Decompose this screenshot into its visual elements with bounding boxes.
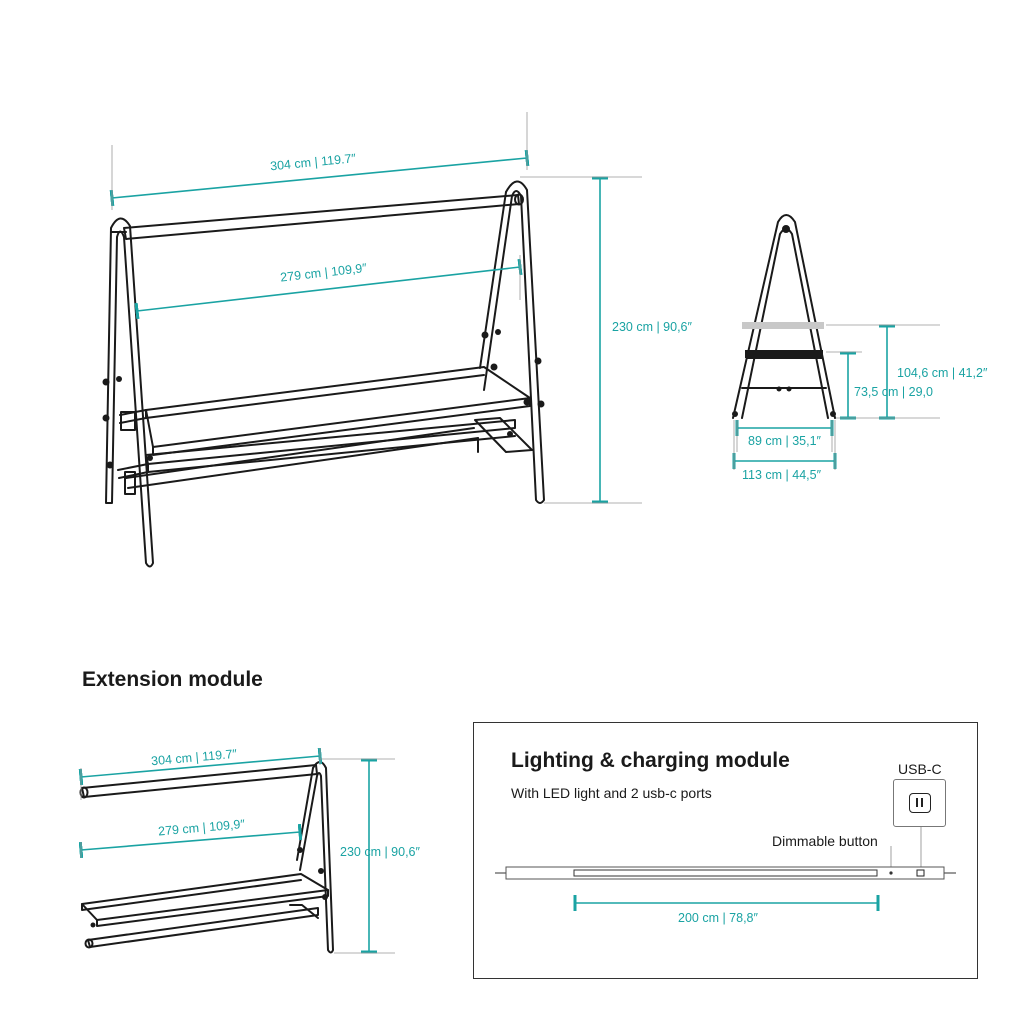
usb-c-port-icon — [909, 793, 931, 813]
main-height-label: 230 cm | 90,6″ — [612, 320, 693, 334]
usb-c-label: USB-C — [898, 761, 942, 777]
extension-rack-drawing — [79, 761, 334, 954]
extension-width-inner-label: 279 cm | 109,9″ — [158, 817, 246, 839]
main-rack-knobs — [102, 329, 545, 469]
side-view-drawing — [732, 214, 836, 419]
main-dimensions — [109, 112, 642, 504]
lighting-module-subtitle: With LED light and 2 usb-c ports — [511, 785, 712, 801]
led-bar-drawing: 200 cm | 78,8″ — [494, 826, 956, 925]
side-inner-depth-label: 89 cm | 35,1″ — [748, 434, 822, 448]
side-top-shelf-height-label: 104,6 cm | 41,2″ — [897, 366, 988, 380]
side-shelf-height-label: 73,5 cm | 29,0 — [854, 385, 933, 399]
led-bar-length-label: 200 cm | 78,8″ — [678, 911, 759, 925]
lighting-module-title: Lighting & charging module — [511, 749, 790, 772]
main-rack-drawing — [105, 180, 545, 568]
side-outer-depth-label: 113 cm | 44,5″ — [742, 468, 822, 482]
extension-height-label: 230 cm | 90,6″ — [340, 845, 421, 859]
usb-c-port-detail — [893, 779, 946, 827]
main-width-outer-label: 304 cm | 119.7″ — [270, 151, 357, 173]
side-dimensions — [732, 324, 940, 470]
dimmable-button-label: Dimmable button — [772, 833, 878, 849]
main-width-inner-label: 279 cm | 109,9″ — [280, 261, 368, 285]
side-view-details — [732, 322, 836, 417]
extension-module-title: Extension module — [82, 668, 263, 691]
lighting-module-panel: Lighting & charging module With LED ligh… — [473, 722, 978, 979]
extension-dimensions — [78, 747, 395, 954]
